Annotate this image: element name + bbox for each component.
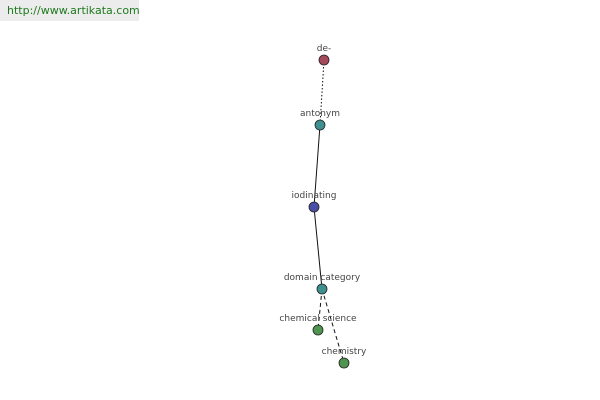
node-dot-iodinating[interactable] bbox=[308, 201, 320, 213]
node-label-de: de- bbox=[317, 44, 332, 54]
edge-antonym-to-iodinating bbox=[313, 124, 321, 208]
node-label-chemical-science: chemical science bbox=[279, 314, 357, 324]
node-dot-de[interactable] bbox=[318, 54, 330, 66]
source-url-banner[interactable]: http://www.artikata.com bbox=[0, 0, 140, 21]
node-chemistry[interactable]: chemistry bbox=[322, 347, 367, 369]
node-label-domain-category: domain category bbox=[284, 273, 361, 283]
node-domain-category[interactable]: domain category bbox=[284, 273, 361, 295]
node-chemical-science[interactable]: chemical science bbox=[279, 314, 357, 336]
node-dot-chemical-science[interactable] bbox=[312, 324, 324, 336]
node-antonym[interactable]: antonym bbox=[300, 109, 340, 131]
node-de[interactable]: de- bbox=[317, 44, 332, 66]
nodes-layer: de-antonym iodinating domain category chemi… bbox=[279, 44, 367, 369]
node-label-antonym: antonym bbox=[300, 109, 340, 119]
node-iodinating[interactable]: iodinating bbox=[292, 191, 337, 213]
edge-de-to-antonym bbox=[319, 59, 325, 126]
edges-layer bbox=[313, 59, 345, 364]
node-label-chemistry: chemistry bbox=[322, 347, 367, 357]
node-dot-antonym[interactable] bbox=[314, 119, 326, 131]
node-dot-domain-category[interactable] bbox=[316, 283, 328, 295]
edge-iodinating-to-domain-category bbox=[313, 206, 323, 290]
node-label-iodinating: iodinating bbox=[292, 191, 337, 201]
edge-domain-category-to-chemistry bbox=[321, 288, 345, 364]
node-dot-chemistry[interactable] bbox=[338, 357, 350, 369]
